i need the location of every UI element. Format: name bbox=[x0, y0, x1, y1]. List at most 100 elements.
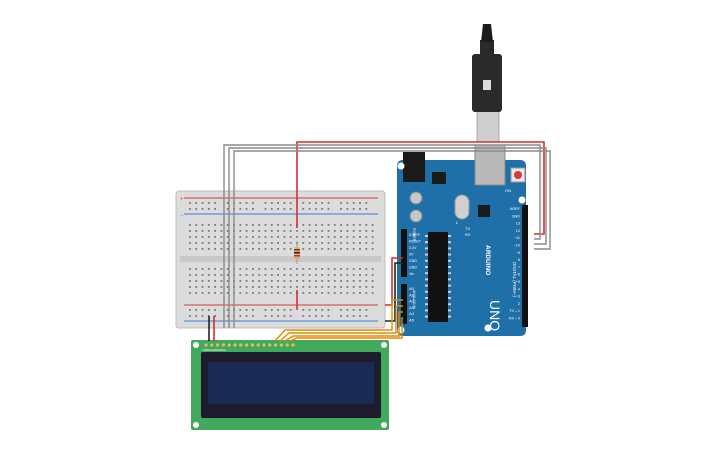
wire-gray-2[interactable] bbox=[228, 147, 547, 328]
strip-hole bbox=[226, 274, 229, 276]
rail-hole bbox=[214, 315, 216, 317]
strip-hole bbox=[371, 274, 374, 276]
wire-gray-1[interactable] bbox=[223, 144, 541, 328]
strip-hole bbox=[270, 268, 273, 270]
reset-button-icon[interactable] bbox=[510, 167, 526, 183]
rail-hole bbox=[239, 309, 242, 311]
digital-pin-label: 2 bbox=[518, 302, 520, 306]
strip-hole bbox=[220, 292, 223, 294]
strip-hole bbox=[189, 224, 191, 226]
strip-hole bbox=[371, 230, 374, 232]
resistor-icon[interactable] bbox=[294, 241, 300, 264]
strip-hole bbox=[220, 236, 223, 238]
strip-hole bbox=[195, 274, 198, 276]
strip-hole bbox=[252, 286, 254, 288]
strip-hole bbox=[195, 242, 198, 244]
strip-hole bbox=[346, 274, 349, 276]
strip-hole bbox=[270, 242, 273, 244]
chip-leg bbox=[448, 247, 451, 250]
strip-hole bbox=[270, 292, 273, 294]
strip-hole bbox=[226, 242, 229, 244]
rail-hole bbox=[270, 202, 273, 204]
rail-hole bbox=[327, 202, 330, 204]
strip-hole bbox=[277, 230, 279, 232]
strip-hole bbox=[226, 248, 229, 250]
strip-hole bbox=[245, 286, 248, 288]
strip-hole bbox=[321, 224, 324, 226]
strip-hole bbox=[308, 292, 311, 294]
rail-hole bbox=[283, 208, 286, 210]
strip-hole bbox=[195, 224, 198, 226]
strip-hole bbox=[327, 280, 330, 282]
strip-hole bbox=[277, 274, 279, 276]
strip-hole bbox=[270, 274, 273, 276]
strip-hole bbox=[214, 236, 216, 238]
wire-orange-2[interactable] bbox=[279, 305, 403, 342]
strip-hole bbox=[226, 292, 229, 294]
strip-hole bbox=[258, 286, 261, 288]
strip-hole bbox=[315, 248, 317, 250]
wire-red-vcc[interactable] bbox=[385, 257, 403, 306]
strip-hole bbox=[302, 286, 305, 288]
wire-gray-3[interactable] bbox=[233, 150, 551, 328]
capacitor bbox=[409, 191, 423, 205]
rail-hole bbox=[315, 309, 317, 311]
strip-hole bbox=[252, 224, 254, 226]
rail-hole bbox=[302, 309, 305, 311]
mount-hole bbox=[484, 324, 492, 332]
rail-hole bbox=[321, 315, 324, 317]
strip-hole bbox=[207, 274, 210, 276]
strip-hole bbox=[239, 230, 242, 232]
wire-orange-3[interactable] bbox=[284, 311, 403, 342]
strip-hole bbox=[352, 230, 355, 232]
strip-hole bbox=[289, 286, 292, 288]
power-pin-label: GND bbox=[409, 266, 417, 270]
strip-hole bbox=[352, 274, 355, 276]
chip-leg bbox=[425, 290, 428, 293]
strip-hole bbox=[239, 268, 242, 270]
strip-hole bbox=[189, 268, 191, 270]
rx-led-label: RX bbox=[465, 232, 471, 237]
strip-hole bbox=[258, 242, 261, 244]
rail-hole bbox=[277, 202, 279, 204]
strip-hole bbox=[207, 224, 210, 226]
strip-hole bbox=[189, 236, 191, 238]
strip-hole bbox=[283, 268, 286, 270]
board-brand-label: ARDUINO bbox=[484, 245, 491, 275]
strip-hole bbox=[258, 274, 261, 276]
strip-hole bbox=[220, 224, 223, 226]
rail-minus-label: − bbox=[180, 213, 184, 219]
strip-hole bbox=[346, 230, 349, 232]
rail-hole bbox=[214, 309, 216, 311]
strip-hole bbox=[283, 248, 286, 250]
strip-hole bbox=[359, 236, 361, 238]
chip-leg bbox=[425, 253, 428, 256]
strip-hole bbox=[270, 248, 273, 250]
rail-hole bbox=[308, 208, 311, 210]
rail-hole bbox=[302, 208, 305, 210]
strip-hole bbox=[346, 236, 349, 238]
strip-hole bbox=[333, 286, 336, 288]
strip-hole bbox=[214, 286, 216, 288]
strip-hole bbox=[371, 242, 374, 244]
rail-hole bbox=[226, 309, 229, 311]
strip-hole bbox=[371, 236, 374, 238]
rail-hole bbox=[239, 202, 242, 204]
strip-hole bbox=[252, 268, 254, 270]
strip-hole bbox=[289, 268, 292, 270]
strip-hole bbox=[289, 230, 292, 232]
rail-hole bbox=[302, 202, 305, 204]
strip-hole bbox=[283, 236, 286, 238]
strip-hole bbox=[371, 286, 374, 288]
wire-orange-1[interactable] bbox=[274, 299, 403, 342]
chip-leg bbox=[425, 247, 428, 250]
strip-hole bbox=[346, 268, 349, 270]
usb-plug-icon[interactable] bbox=[472, 24, 502, 143]
breadboard[interactable]: + − bbox=[175, 190, 386, 329]
rail-hole bbox=[189, 208, 191, 210]
wire-black-gnd[interactable] bbox=[385, 262, 403, 322]
wire-orange-4[interactable] bbox=[289, 317, 403, 342]
